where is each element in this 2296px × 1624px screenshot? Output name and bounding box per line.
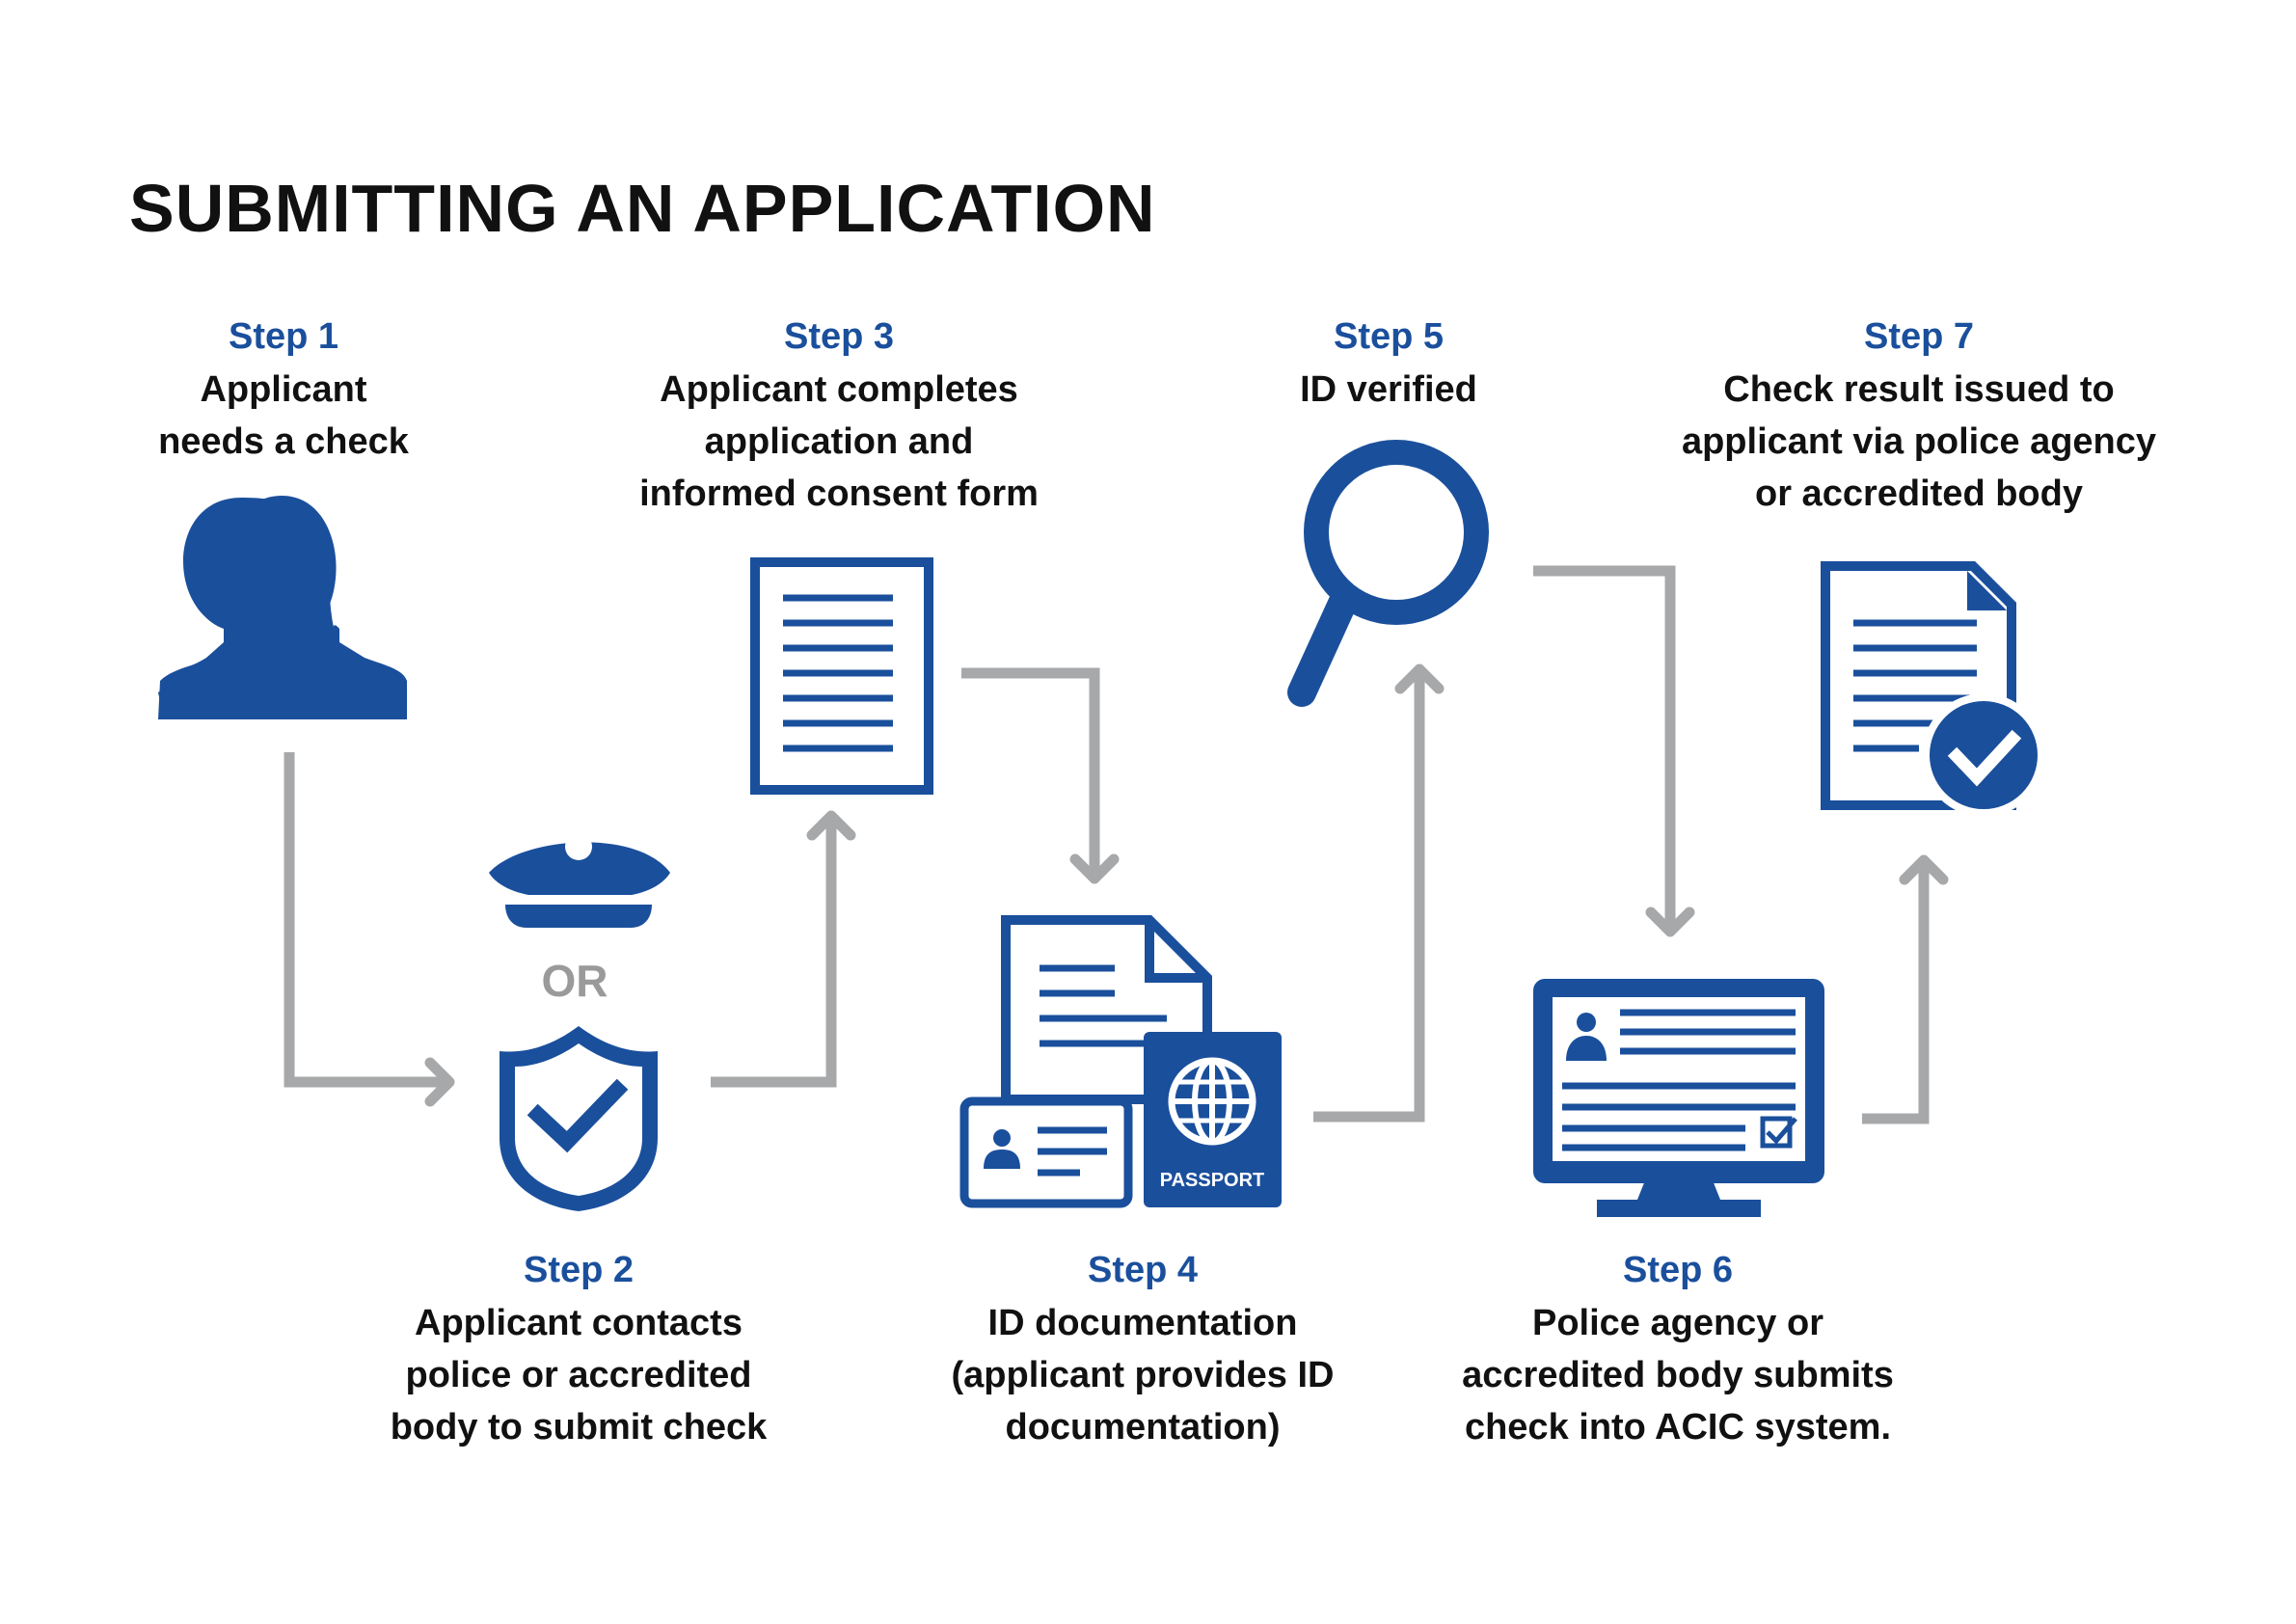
step-4-text: ID documentation (applicant provides ID … — [951, 1303, 1335, 1448]
step-1-block: Step 1 Applicant needs a check — [129, 311, 438, 468]
step-6-label: Step 6 — [1622, 1250, 1734, 1290]
step-3-label: Step 3 — [783, 316, 895, 357]
step-5-block: Step 5 ID verified — [1244, 311, 1533, 416]
page-title: SUBMITTING AN APPLICATION — [129, 171, 1156, 246]
shield-check-icon — [500, 1026, 658, 1211]
magnifier-icon — [1287, 440, 1489, 707]
or-label: OR — [541, 956, 608, 1006]
step-6-text: Police agency or accredited body submits… — [1462, 1303, 1894, 1448]
step-3-block: Step 3 Applicant completes application a… — [608, 311, 1070, 520]
step-5-text: ID verified — [1300, 369, 1477, 410]
step-5-label: Step 5 — [1333, 316, 1445, 357]
person-icon — [158, 496, 407, 719]
step-7-block: Step 7 Check result issued to applicant … — [1639, 311, 2199, 520]
passport-label: PASSPORT — [1160, 1170, 1265, 1191]
step-2-label: Step 2 — [523, 1250, 635, 1290]
step-4-label: Step 4 — [1087, 1250, 1199, 1290]
step-3-text: Applicant completes application and info… — [639, 369, 1039, 514]
arrow-step2-to-step3 — [711, 810, 856, 1088]
arrow-step5-to-step6 — [1533, 565, 1695, 937]
arrow-step1-to-step2 — [284, 752, 455, 1107]
arrow-step6-to-step7 — [1862, 854, 1949, 1124]
arrow-step3-to-step4 — [961, 667, 1120, 884]
id-documents-icon: PASSPORT — [959, 915, 1282, 1208]
step-4-block: Step 4 ID documentation (applicant provi… — [902, 1244, 1384, 1453]
form-document-icon — [750, 557, 933, 795]
step-1-text: Applicant needs a check — [158, 369, 409, 462]
step-1-label: Step 1 — [228, 316, 339, 357]
step-2-text: Applicant contacts police or accredited … — [390, 1303, 768, 1448]
arrow-step4-to-step5 — [1313, 663, 1445, 1123]
approved-document-icon — [1821, 561, 2045, 817]
police-cap-icon — [489, 833, 670, 928]
step-6-block: Step 6 Police agency or accredited body … — [1418, 1244, 1938, 1453]
step-7-label: Step 7 — [1863, 316, 1975, 357]
step-7-text: Check result issued to applicant via pol… — [1681, 369, 2157, 514]
computer-monitor-icon — [1533, 979, 1824, 1217]
step-2-block: Step 2 Applicant contacts police or accr… — [357, 1244, 800, 1453]
